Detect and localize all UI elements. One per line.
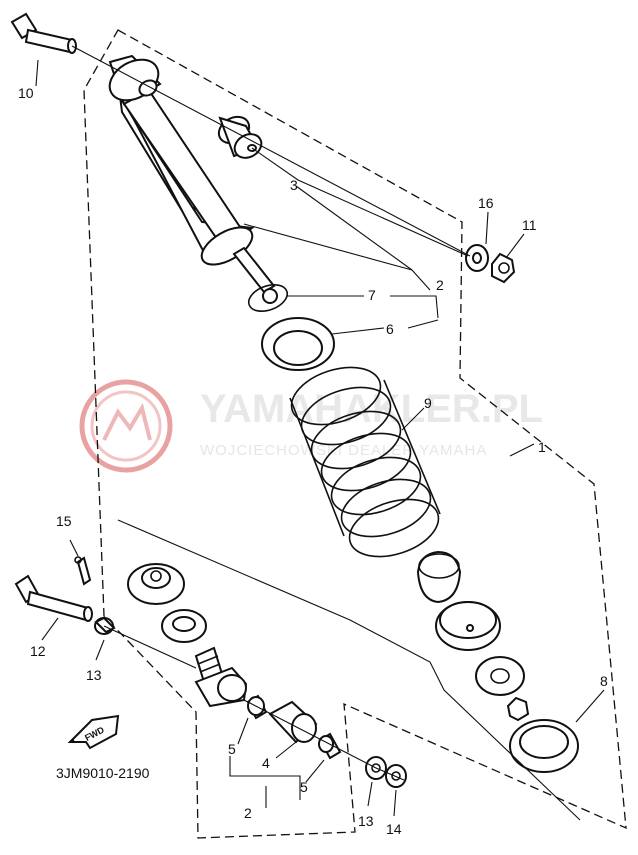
part-bushing-ring xyxy=(161,609,207,643)
callout-10: 10 xyxy=(18,85,34,101)
part-cotter-pin xyxy=(74,556,92,586)
part-collar-5b xyxy=(318,732,342,760)
part-shock-absorber xyxy=(108,54,289,312)
part-lock-nut xyxy=(506,696,530,722)
callout-11: 11 xyxy=(522,217,537,233)
assembly-dashed-outline xyxy=(83,29,627,839)
watermark-title: YAMAHAKLER.PL xyxy=(200,387,543,431)
callout-9: 9 xyxy=(424,395,432,411)
callout-16: 16 xyxy=(478,195,494,211)
callout-3: 3 xyxy=(290,177,298,193)
callout-13-left: 13 xyxy=(86,667,102,683)
part-nut-11 xyxy=(491,252,516,284)
callout-4: 4 xyxy=(262,755,270,771)
part-spring xyxy=(289,366,441,558)
part-upper-bolt xyxy=(10,12,77,54)
part-spring-seat-lower xyxy=(435,601,501,651)
part-spring-seat-upper xyxy=(261,317,335,371)
callout-13-lower: 13 xyxy=(358,813,374,829)
part-washer-16 xyxy=(465,244,489,272)
part-stopper-plate xyxy=(475,656,525,696)
callout-1: 1 xyxy=(538,439,546,455)
callout-5-left: 5 xyxy=(228,741,236,757)
callout-6: 6 xyxy=(386,321,394,337)
part-lower-seat-8 xyxy=(509,719,579,773)
callout-12: 12 xyxy=(30,643,46,659)
drawing-code: 3JM9010-2190 xyxy=(56,765,150,781)
part-lower-bolt xyxy=(14,574,93,622)
watermark-logo-icon xyxy=(79,379,173,473)
part-upper-bushing xyxy=(217,115,263,159)
leader-lines xyxy=(35,45,605,821)
fwd-direction-icon: FWD xyxy=(67,714,120,750)
callout-5-right: 5 xyxy=(300,779,308,795)
callout-2-lower: 2 xyxy=(244,805,252,821)
watermark: YAMAHAKLER.PL WOJCIECHOWSKI DEALER YAMAH… xyxy=(79,379,543,473)
callout-8: 8 xyxy=(600,673,608,689)
callout-2-upper: 2 xyxy=(436,277,444,293)
part-bump-stop xyxy=(416,550,462,604)
callout-7: 7 xyxy=(368,287,376,303)
callout-15: 15 xyxy=(56,513,72,529)
watermark-subtitle: WOJCIECHOWSKI DEALER YAMAHA xyxy=(200,442,487,459)
part-bushing-4 xyxy=(268,700,318,744)
part-rubber-mount xyxy=(127,563,185,605)
part-lower-eye xyxy=(194,646,248,708)
callout-14: 14 xyxy=(386,821,402,837)
